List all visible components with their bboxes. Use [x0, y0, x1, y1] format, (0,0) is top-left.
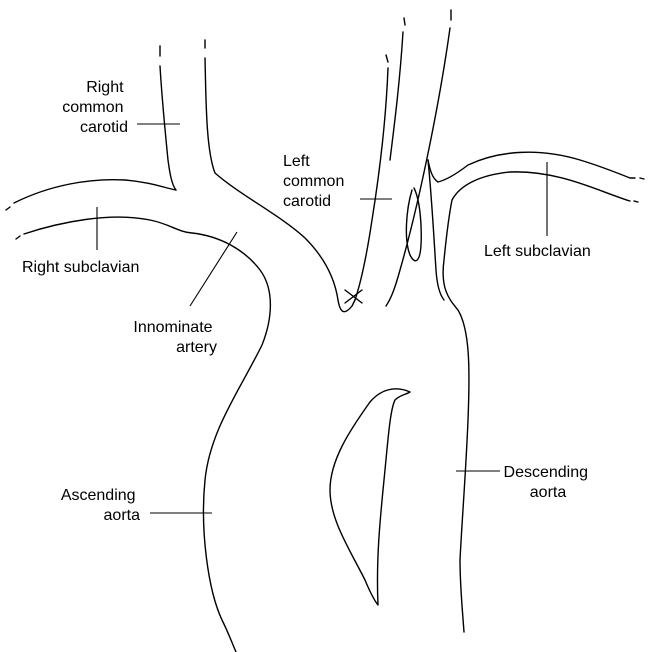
ligation-mark — [345, 290, 362, 303]
ascending-aorta-wall — [16, 217, 270, 652]
descending-aorta-wall — [443, 172, 638, 632]
inner-triangle-loop — [330, 389, 410, 605]
left-carotid-outer-wall — [386, 10, 451, 306]
label-left-common-carotid: Left common carotid — [283, 153, 349, 210]
right-carotid-left-wall — [160, 46, 176, 190]
inner-vessel-loop — [406, 188, 421, 261]
left-carotid-right-wall — [390, 18, 405, 160]
label-right-subclavian: Right subclavian — [22, 259, 139, 276]
left-subclavian-top-wall — [428, 152, 644, 182]
left-carotid-left-wall — [355, 55, 388, 300]
label-right-common-carotid: Right common carotid — [62, 79, 128, 136]
label-ascending-aorta: Ascending aorta — [61, 487, 140, 524]
right-subclavian-top-wall — [6, 180, 176, 210]
label-descending-aorta: Descending aorta — [504, 464, 593, 501]
label-left-subclavian: Left subclavian — [484, 243, 591, 260]
leader-innominate-artery — [190, 232, 237, 306]
label-innominate-artery: Innominate artery — [133, 319, 217, 356]
